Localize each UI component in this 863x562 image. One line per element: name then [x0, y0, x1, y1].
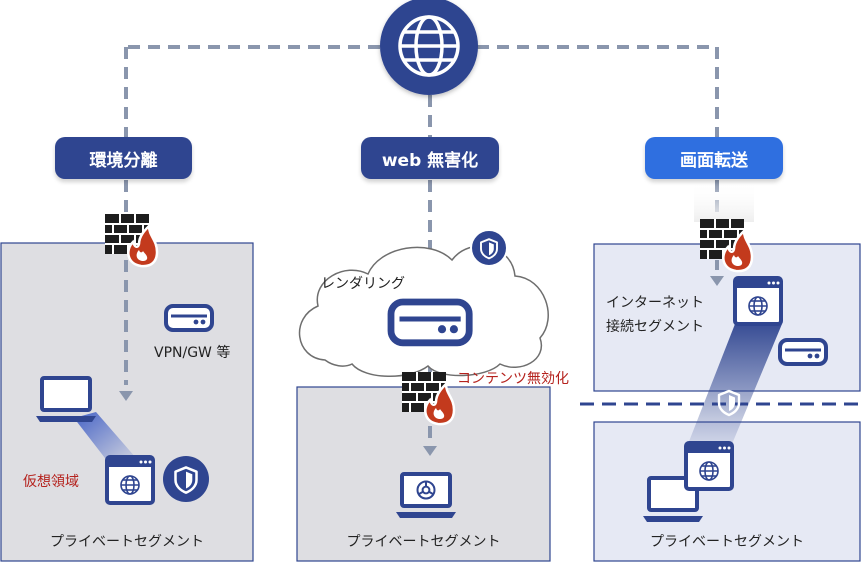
router-icon — [391, 302, 469, 343]
shield-icon — [163, 456, 209, 502]
browser-window-icon — [733, 276, 783, 326]
internet-segment-label-line2: 接続セグメント — [606, 319, 704, 335]
method-isolation-button[interactable]: 環境分離 — [55, 137, 192, 179]
private-segment-label-center: プライベートセグメント — [346, 534, 501, 550]
virtual-area-label: 仮想領域 — [23, 474, 79, 490]
router-icon — [778, 338, 828, 366]
browser-window-icon — [684, 441, 734, 491]
method-screen-transfer-button[interactable]: 画面転送 — [645, 137, 783, 179]
private-segment-label-left: プライベートセグメント — [50, 534, 204, 550]
isolation-connection-beam — [74, 412, 136, 462]
screen-transfer-beam — [688, 324, 782, 444]
method-web-neutralize-button[interactable]: web 無害化 — [361, 137, 499, 179]
rendering-label: レンダリング — [321, 276, 405, 292]
arrow-down-icon — [423, 446, 437, 456]
shield-icon — [470, 229, 508, 267]
globe-icon — [380, 0, 478, 95]
arrow-down-icon — [710, 276, 724, 286]
vpn-gw-label: VPN/GW 等 — [154, 345, 231, 361]
chrome-browser-icon — [416, 480, 436, 500]
browser-window-icon — [105, 455, 155, 505]
internet-segment-label-line1: インターネット — [606, 295, 704, 311]
firewall-backdrop — [694, 182, 754, 222]
router-icon — [164, 304, 214, 332]
private-segment-label-right: プライベートセグメント — [650, 534, 804, 550]
content-neutralize-label: コンテンツ無効化 — [457, 371, 569, 387]
arrow-down-icon — [119, 391, 133, 401]
